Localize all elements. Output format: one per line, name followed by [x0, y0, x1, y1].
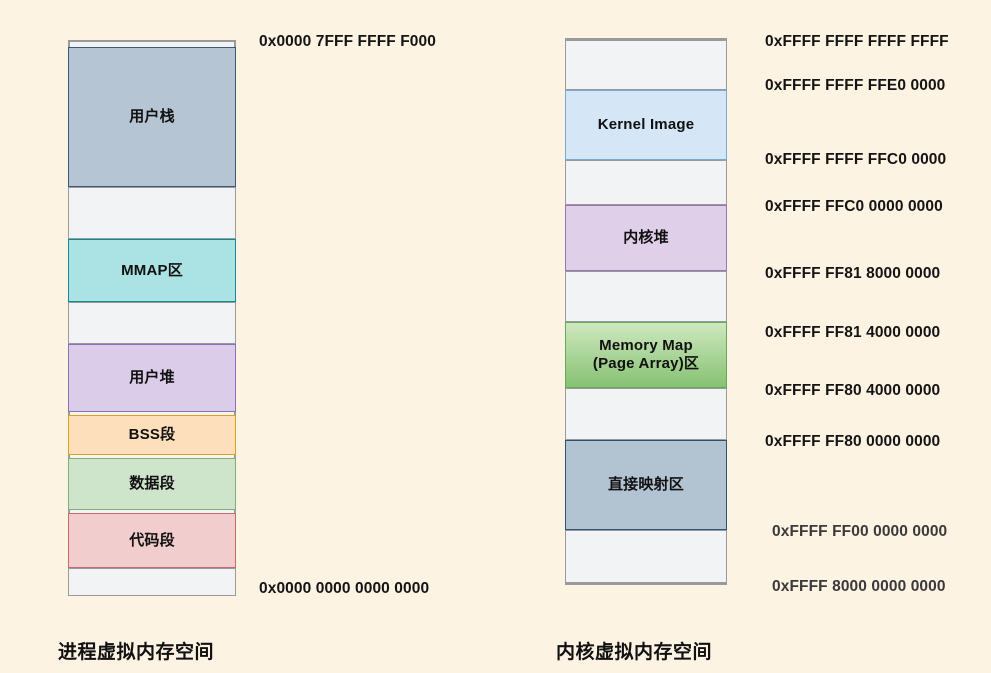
kernel-address-label: 0xFFFF FF80 0000 0000 — [765, 433, 941, 450]
kernel-memory-column: Kernel Image 内核堆 Memory Map(Page Array)区直接… — [565, 38, 727, 585]
process-memory-block: 用户栈 — [68, 47, 236, 187]
process-memory-block-label: 用户堆 — [129, 369, 175, 386]
kernel-memory-block-label: Kernel Image — [597, 116, 695, 133]
process-memory-gap — [68, 187, 236, 239]
kernel-address-label: 0xFFFF FFC0 0000 0000 — [765, 198, 943, 215]
process-memory-block: 代码段 — [68, 513, 236, 568]
process-bottom-address: 0x0000 0000 0000 0000 — [259, 580, 430, 597]
kernel-address-label: 0xFFFF FF00 0000 0000 — [772, 523, 948, 540]
kernel-memory-block: 直接映射区 — [565, 440, 727, 530]
kernel-space-caption: 内核虚拟内存空间 — [556, 642, 713, 663]
kernel-memory-gap — [565, 388, 727, 440]
process-memory-block-label: 数据段 — [129, 475, 175, 492]
process-memory-gap — [68, 568, 236, 596]
kernel-memory-block-label: Memory Map(Page Array)区 — [592, 337, 700, 372]
kernel-memory-block-label: 直接映射区 — [607, 476, 684, 493]
kernel-address-label: 0xFFFF FFFF FFC0 0000 — [765, 151, 947, 168]
process-memory-gap — [68, 302, 236, 344]
kernel-memory-block: Memory Map(Page Array)区 — [565, 322, 727, 388]
kernel-address-label: 0xFFFF FFFF FFFF FFFF — [765, 33, 949, 50]
process-space-caption: 进程虚拟内存空间 — [58, 642, 215, 663]
kernel-memory-block-label: 内核堆 — [623, 229, 669, 246]
process-top-address: 0x0000 7FFF FFFF F000 — [259, 33, 436, 50]
process-memory-block: MMAP区 — [68, 239, 236, 302]
kernel-memory-gap — [565, 530, 727, 583]
process-memory-block-label: MMAP区 — [121, 261, 183, 279]
process-memory-column: 用户栈 MMAP区用户堆 BSS段数据段代码段 — [68, 40, 236, 596]
kernel-address-label: 0xFFFF 8000 0000 0000 — [772, 578, 946, 595]
kernel-address-label: 0xFFFF FF81 4000 0000 — [765, 324, 941, 341]
kernel-memory-block: 内核堆 — [565, 205, 727, 271]
process-memory-block-label: 代码段 — [129, 531, 175, 549]
kernel-memory-gap — [565, 160, 727, 205]
process-memory-block: 数据段 — [68, 458, 236, 510]
kernel-address-label: 0xFFFF FF81 8000 0000 — [765, 265, 941, 282]
process-memory-block-label: BSS段 — [128, 426, 176, 443]
process-memory-block: BSS段 — [68, 415, 236, 455]
kernel-memory-block: Kernel Image — [565, 90, 727, 160]
process-memory-block-label: 用户栈 — [129, 108, 175, 125]
kernel-address-label: 0xFFFF FF80 4000 0000 — [765, 382, 941, 399]
kernel-address-label: 0xFFFF FFFF FFE0 0000 — [765, 77, 946, 94]
kernel-memory-gap — [565, 271, 727, 322]
process-memory-block: 用户堆 — [68, 344, 236, 412]
kernel-memory-gap — [565, 40, 727, 90]
